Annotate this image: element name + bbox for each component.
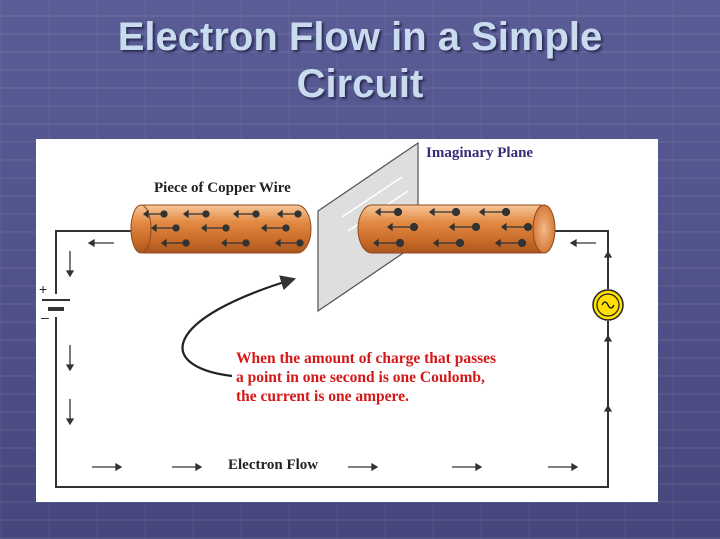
copper-wire-right [357,204,556,254]
note-line-3: the current is one ampere. [236,388,409,405]
copper-wire-left [130,204,312,254]
note-pointer [181,275,297,378]
note-line-1: When the amount of charge that passes [236,350,497,367]
slide-title-line-1: Electron Flow in a Simple [117,15,603,59]
electrons [142,207,533,248]
electron-flow-label: Electron Flow [228,457,319,473]
copper-wire-label: Piece of Copper Wire [154,180,291,196]
battery-plus-sign: + [39,281,48,297]
lamp-icon [592,289,624,321]
battery-minus-sign: – [41,309,49,325]
imaginary-plane-label: Imaginary Plane [426,145,534,161]
battery-icon [42,299,70,311]
note-line-2: a point in one second is one Coulomb, [236,369,485,386]
ampere-note: When the amount of charge that passes a … [236,349,496,406]
circuit-arrows [65,238,613,472]
circuit-drawing [42,141,624,488]
slide-title: Electron Flow in a Simple Circuit [0,14,720,108]
circuit-diagram: Imaginary Plane Piece of Copper Wire Ele… [36,139,658,502]
slide-title-line-2: Circuit [296,62,424,106]
